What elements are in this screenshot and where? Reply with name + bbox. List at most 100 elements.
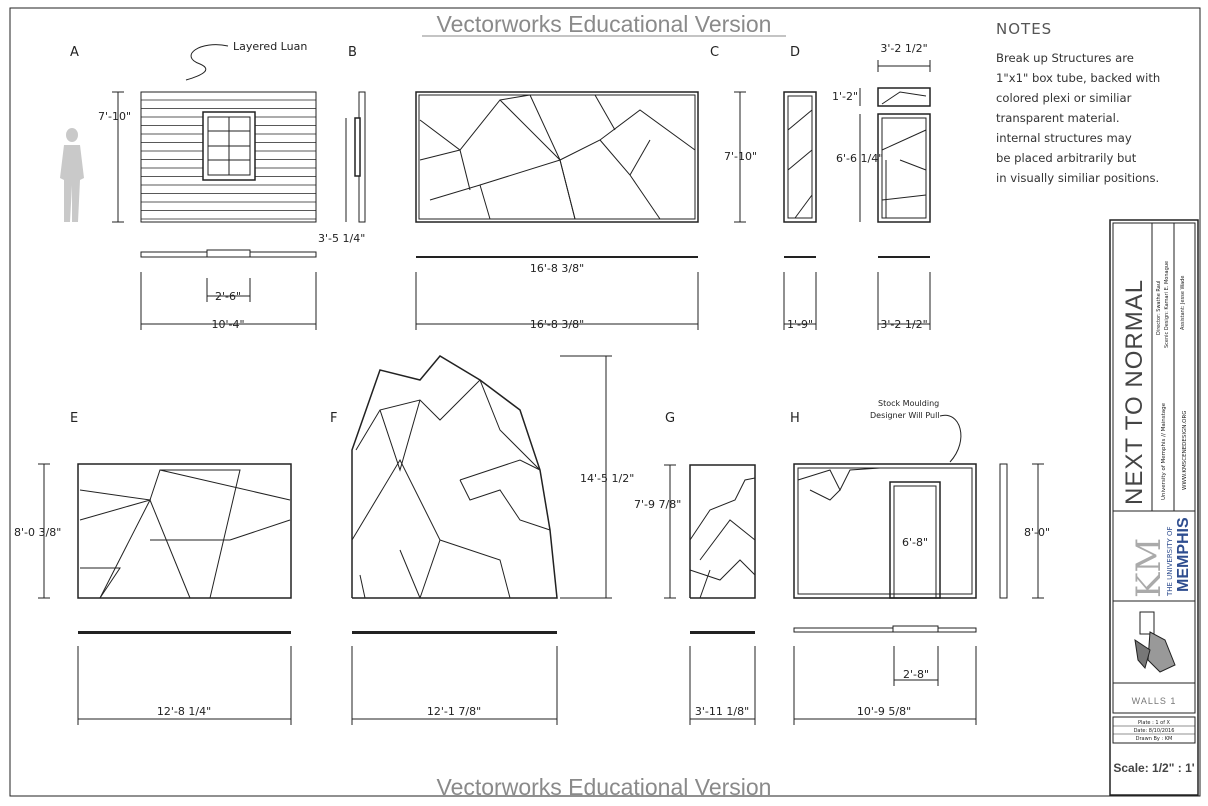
logo-km: KM: [1129, 538, 1169, 598]
wall-h-side: [999, 463, 1008, 599]
wall-h-height: 8'-0": [1024, 526, 1050, 539]
credit-designer: Scenic Design: Kamari E. Monague: [1164, 261, 1170, 348]
notes-line: 1"x1" box tube, backed with: [996, 71, 1161, 85]
wall-d-top-width: 3'-2 1/2": [880, 42, 927, 55]
notes-body: Break up Structures are 1"x1" box tube, …: [996, 48, 1186, 188]
moulding-leader: [939, 414, 962, 463]
show-title: NEXT TO NORMAL: [1121, 279, 1148, 505]
wall-d-top-height: 1'-2": [832, 90, 858, 103]
wall-b-label: B: [348, 45, 357, 60]
wall-d-plan: [784, 256, 816, 258]
watermark-bottom: Vectorworks Educational Version: [437, 774, 772, 800]
wall-a-window-width: 2'-6": [215, 290, 241, 303]
credit-assistant: Assistant: Jesse Wade: [1180, 276, 1186, 330]
wall-a-height: 7'-10": [98, 110, 131, 123]
wall-d-front: [877, 87, 931, 223]
wall-f-elevation: [351, 355, 558, 599]
wall-c-width-top: 16'-8 3/8": [530, 262, 584, 275]
notes-panel: NOTES Break up Structures are 1"x1" box …: [996, 20, 1186, 188]
wall-h-door-plan: [892, 625, 939, 633]
sheet-date: Date: 8/10/2016: [1134, 728, 1175, 734]
wall-f-height: 14'-5 1/2": [580, 472, 634, 485]
wall-g-height-dim: [664, 464, 676, 599]
wall-a-width: 10'-4": [211, 318, 244, 331]
wall-g-width: 3'-11 1/8": [695, 705, 749, 718]
wall-g-width-dim: [689, 646, 756, 725]
sheet-title: WALLS 1: [1132, 696, 1177, 706]
wall-g-height: 7'-9 7/8": [634, 498, 681, 511]
logo-line-2: MEMPHIS: [1175, 517, 1192, 592]
wall-d-label: D: [790, 45, 800, 60]
notes-line: in visually similiar positions.: [996, 171, 1160, 185]
wall-c-width: 16'-8 3/8": [530, 318, 584, 331]
wall-h-door-width: 2'-8": [903, 668, 929, 681]
school-name: University of Memphis // Mainstage: [1161, 402, 1167, 500]
wall-d-base-width: 3'-2 1/2": [880, 318, 927, 331]
sheet-border: [9, 7, 1201, 797]
logo-line-1: THE UNIVERSITY OF: [1166, 526, 1174, 597]
wall-e-width-dim: [77, 646, 292, 725]
wall-h-plan: [793, 627, 977, 633]
wall-c-height-dim: [734, 91, 746, 223]
wall-a-window-plan: [206, 249, 251, 258]
wall-e-width: 12'-8 1/4": [157, 705, 211, 718]
moulding-callout-2: Designer Will Pull: [870, 411, 940, 420]
website: WWW.KMSCENEDESIGN.ORG: [1182, 410, 1188, 490]
wall-f-width-dim: [351, 646, 558, 725]
title-block: [1109, 219, 1199, 796]
moulding-callout-1: Stock Moulding: [878, 399, 939, 408]
watermark-top: Vectorworks Educational Version: [437, 11, 772, 37]
plate-number: Plate : 1 of X: [1138, 720, 1171, 726]
notes-line: internal structures may: [996, 131, 1132, 145]
wall-b-section: [354, 91, 366, 223]
notes-heading: NOTES: [996, 20, 1053, 38]
human-scale-figure: [60, 128, 84, 222]
wall-e-plan: [78, 631, 291, 634]
wall-c-elevation: [415, 91, 699, 223]
wall-g-label: G: [665, 411, 675, 426]
wall-a-height-dim: [112, 91, 124, 223]
wall-d-side: [783, 91, 817, 223]
notes-line: Break up Structures are: [996, 51, 1134, 65]
wall-c-height: 7'-10": [724, 150, 757, 163]
wall-h-label: H: [790, 411, 800, 426]
wall-f-width: 12'-1 7/8": [427, 705, 481, 718]
wall-d-top-dim: [877, 60, 931, 72]
wall-h-dims: [793, 646, 977, 725]
wall-e-height: 8'-0 3/8": [14, 526, 61, 539]
scale: Scale: 1/2" : 1': [1113, 761, 1194, 775]
drawn-by: Drawn By : KM: [1136, 736, 1173, 742]
wall-e-height-dim: [38, 463, 50, 599]
wall-a-label: A: [70, 45, 79, 60]
wall-f-height-dim: [560, 355, 612, 599]
wall-d-width: 1'-9": [787, 318, 813, 331]
luan-leader: [185, 44, 229, 81]
wall-c-width-dim: [415, 272, 699, 330]
wall-a-width-dims: [140, 272, 317, 330]
wall-e-elevation: [77, 463, 292, 599]
wall-a-elevation: [140, 91, 317, 223]
wall-c-label: C: [710, 45, 719, 60]
wall-h-elevation: [793, 463, 977, 599]
wall-d-width-dim: [783, 272, 817, 330]
notes-line: colored plexi or similiar: [996, 91, 1132, 105]
wall-c-plan: [416, 256, 698, 258]
wall-g-plan: [690, 631, 755, 634]
wall-f-label: F: [330, 411, 337, 426]
wall-h-height-dim: [1032, 463, 1044, 599]
wall-f-plan: [352, 631, 557, 634]
wall-g-elevation: [689, 464, 756, 599]
notes-line: transparent material.: [996, 111, 1120, 125]
wall-b-thickness: 3'-5 1/4": [318, 232, 365, 245]
wall-d-body-height: 6'-6 1/4": [836, 152, 883, 165]
wall-h-door-height: 6'-8": [902, 536, 928, 549]
wall-d-base-dim: [877, 272, 931, 330]
notes-line: be placed arbitrarily but: [996, 151, 1137, 165]
luan-callout: Layered Luan: [233, 40, 307, 53]
credit-director: Director: Swathe Raul: [1156, 281, 1162, 335]
wall-e-label: E: [70, 411, 78, 426]
wall-h-width: 10'-9 5/8": [857, 705, 911, 718]
key-plan-thumbnail: [1134, 611, 1176, 673]
wall-d-front-plan: [878, 256, 930, 258]
